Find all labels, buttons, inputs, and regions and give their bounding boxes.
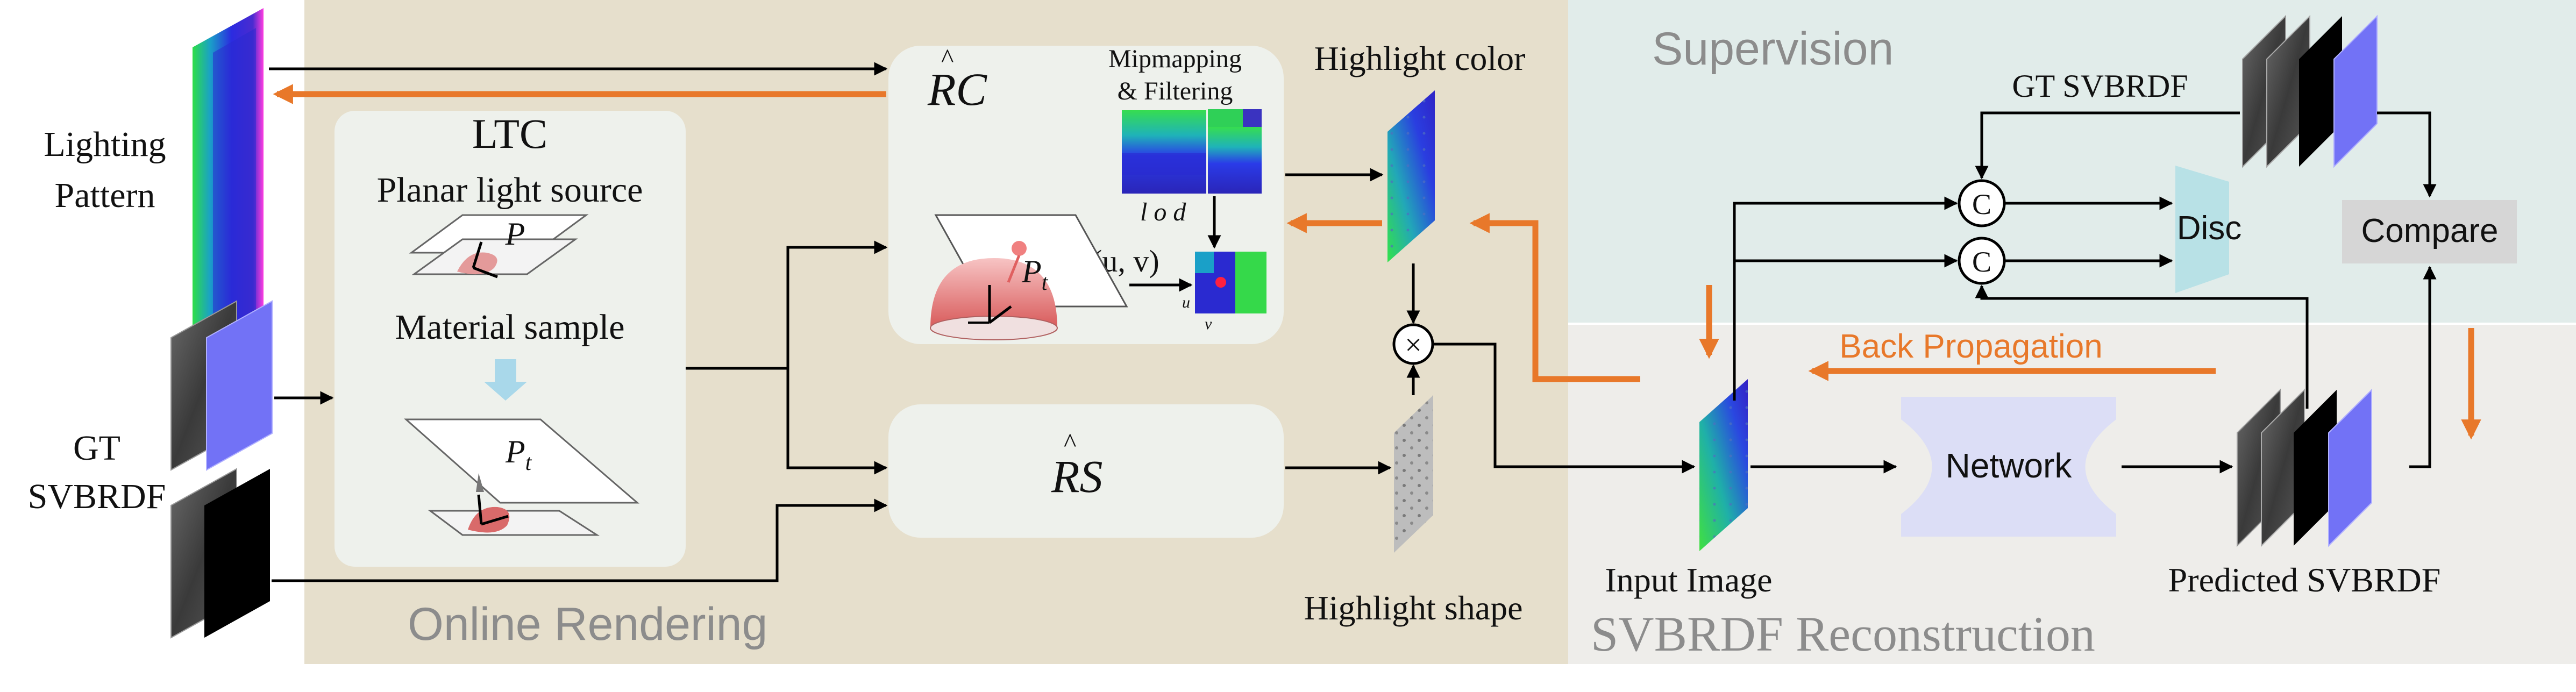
- lod-label: l o d: [1140, 198, 1186, 226]
- supervision-label: Supervision: [1652, 23, 1894, 75]
- mipmapping-label-line2: & Filtering: [1118, 77, 1233, 105]
- lighting-pattern-map: [193, 8, 264, 398]
- gt-svbrdf-maps-supervision: [2242, 15, 2378, 168]
- rc-pt-label: Pt: [1021, 254, 1049, 295]
- disc-label: Disc: [2177, 210, 2242, 247]
- compare-box: [2342, 200, 2517, 263]
- concat-symbol-bottom: C: [1972, 246, 1991, 278]
- arrow-gt-bottom-to-rs: [272, 498, 888, 582]
- ltc-pt-label: Pt: [505, 434, 532, 475]
- filtered-texture-image: [1195, 252, 1266, 313]
- material-sample-label: Material sample: [395, 308, 624, 347]
- mipmap-pyramid-image: [1122, 109, 1262, 194]
- u-axis-label: u: [1182, 294, 1190, 311]
- transform-down-arrow-icon: [484, 359, 527, 401]
- v-axis-label: v: [1205, 315, 1212, 333]
- black-connectors: [269, 62, 2437, 582]
- gt-svbrdf-supervision-label: GT SVBRDF: [2012, 68, 2188, 104]
- input-image-label: Input Image: [1605, 561, 1773, 599]
- highlight-color-map: [1387, 90, 1435, 262]
- input-image-map: [1699, 379, 1748, 551]
- planar-light-source-illustration: [409, 214, 589, 279]
- predicted-svbrdf-label: Predicted SVBRDF: [2168, 561, 2441, 599]
- gt-svbrdf-maps-bottom: [170, 468, 270, 639]
- predicted-svbrdf-maps: [2237, 388, 2372, 547]
- ltc-title: LTC: [472, 110, 547, 157]
- gt-svbrdf-maps-top: [170, 300, 273, 471]
- mipmapping-label-line1: Mipmapping: [1108, 45, 1242, 73]
- transformed-polygon-illustration: [404, 418, 640, 536]
- rc-hat-icon: ^: [941, 43, 953, 73]
- orange-connectors: [273, 84, 2481, 440]
- hemisphere-sampling-illustration: [930, 214, 1128, 340]
- arrow-multiply-to-input: [1433, 343, 1696, 474]
- compare-label: Compare: [2361, 212, 2499, 249]
- rs-title: RS: [1051, 451, 1103, 502]
- arrow-ltc-to-rs: [786, 368, 888, 475]
- highlight-shape-map: [1394, 395, 1433, 553]
- concat-node-bottom: [1958, 237, 2006, 285]
- ltc-panel: [335, 111, 686, 567]
- rs-panel: [888, 404, 1284, 538]
- network-label: Network: [1946, 446, 2073, 485]
- arrow-gt-to-compare: [2377, 111, 2437, 198]
- arrow-gt-to-concat-top: [1975, 111, 2240, 180]
- orange-arrow-back-to-color: [1469, 213, 1640, 382]
- highlight-shape-label: Highlight shape: [1304, 589, 1522, 627]
- concat-symbol-top: C: [1972, 188, 1991, 220]
- svbrdf-reconstruction-label: SVBRDF Reconstruction: [1591, 607, 2095, 661]
- concat-node-top: [1958, 179, 2006, 227]
- planar-light-source-label: Planar light source: [377, 170, 643, 210]
- lighting-pattern-label-line2: Pattern: [55, 176, 155, 215]
- gt-svbrdf-label-line2: SVBRDF: [28, 477, 166, 516]
- rc-title: RC: [927, 63, 988, 115]
- highlight-color-label: Highlight color: [1314, 39, 1526, 77]
- network-block: [1901, 397, 2116, 537]
- arrow-ltc-to-rc: [686, 240, 888, 370]
- arrow-input-to-concat-top: [1733, 196, 1958, 401]
- discriminator-block: [2175, 166, 2229, 293]
- rs-hat-icon: ^: [1064, 427, 1076, 458]
- arrow-predicted-to-concat-bottom: [1975, 284, 2309, 409]
- gt-svbrdf-label-line1: GT: [73, 429, 120, 468]
- ltc-p-label: P: [505, 216, 525, 252]
- multiply-symbol: ×: [1405, 329, 1422, 362]
- supervision-region: [1568, 0, 2576, 324]
- online-rendering-label: Online Rendering: [408, 598, 767, 650]
- lighting-pattern-label-line1: Lighting: [44, 125, 166, 164]
- arrow-predicted-to-compare: [2409, 266, 2437, 468]
- back-propagation-label: Back Propagation: [1839, 328, 2102, 365]
